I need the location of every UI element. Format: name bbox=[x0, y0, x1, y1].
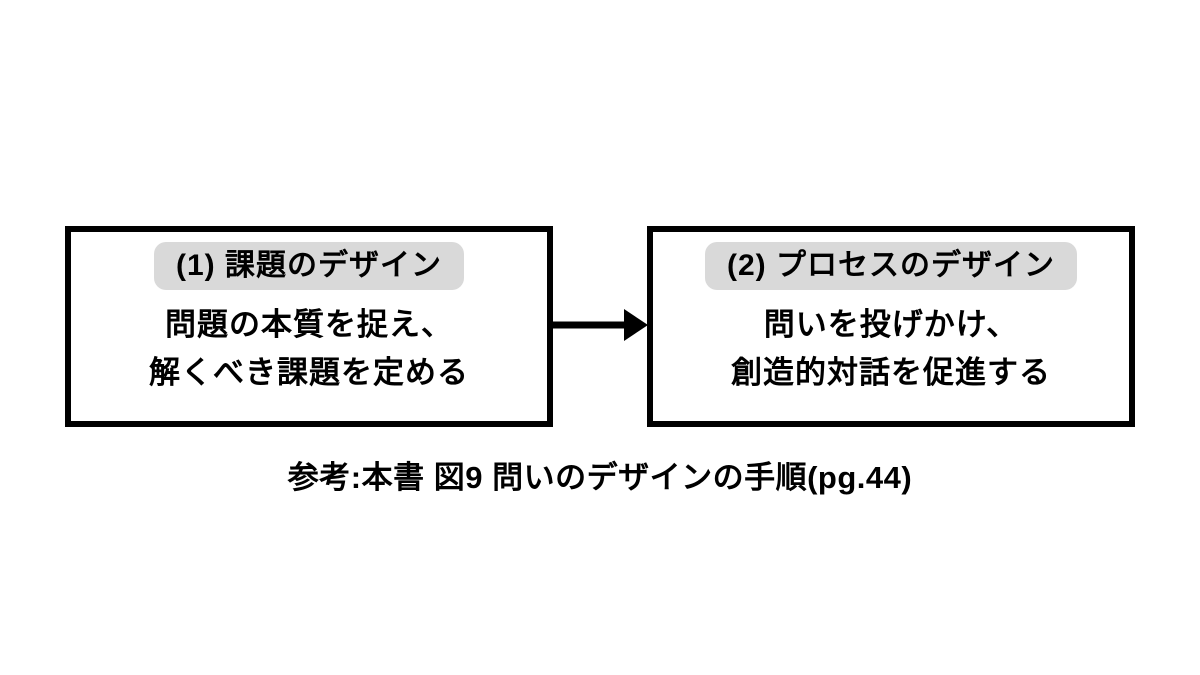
step-2-header-label: (2) プロセスのデザイン bbox=[727, 249, 1055, 282]
figure-caption: 参考:本書 図9 問いのデザインの手順(pg.44) bbox=[287, 460, 913, 495]
step-2-box: (2) プロセスのデザイン 問いを投げかけ、 創造的対話を促進する bbox=[647, 226, 1135, 427]
step-1-header-badge: (1) 課題のデザイン bbox=[154, 242, 464, 290]
step-1-body-line-1: 問題の本質を捉え、 bbox=[165, 307, 453, 342]
step-2-body-line-1: 問いを投げかけ、 bbox=[763, 307, 1019, 342]
step-1-body-line-2: 解くべき課題を定める bbox=[149, 355, 469, 390]
step-1-box: (1) 課題のデザイン 問題の本質を捉え、 解くべき課題を定める bbox=[65, 226, 553, 427]
step-1-header-label: (1) 課題のデザイン bbox=[176, 249, 442, 282]
step-2-header-badge: (2) プロセスのデザイン bbox=[705, 242, 1077, 290]
step-2-body: 問いを投げかけ、 創造的対話を促進する bbox=[731, 301, 1051, 397]
arrow-right-icon bbox=[550, 303, 650, 347]
step-2-body-line-2: 創造的対話を促進する bbox=[731, 355, 1051, 390]
step-1-body: 問題の本質を捉え、 解くべき課題を定める bbox=[149, 301, 469, 397]
